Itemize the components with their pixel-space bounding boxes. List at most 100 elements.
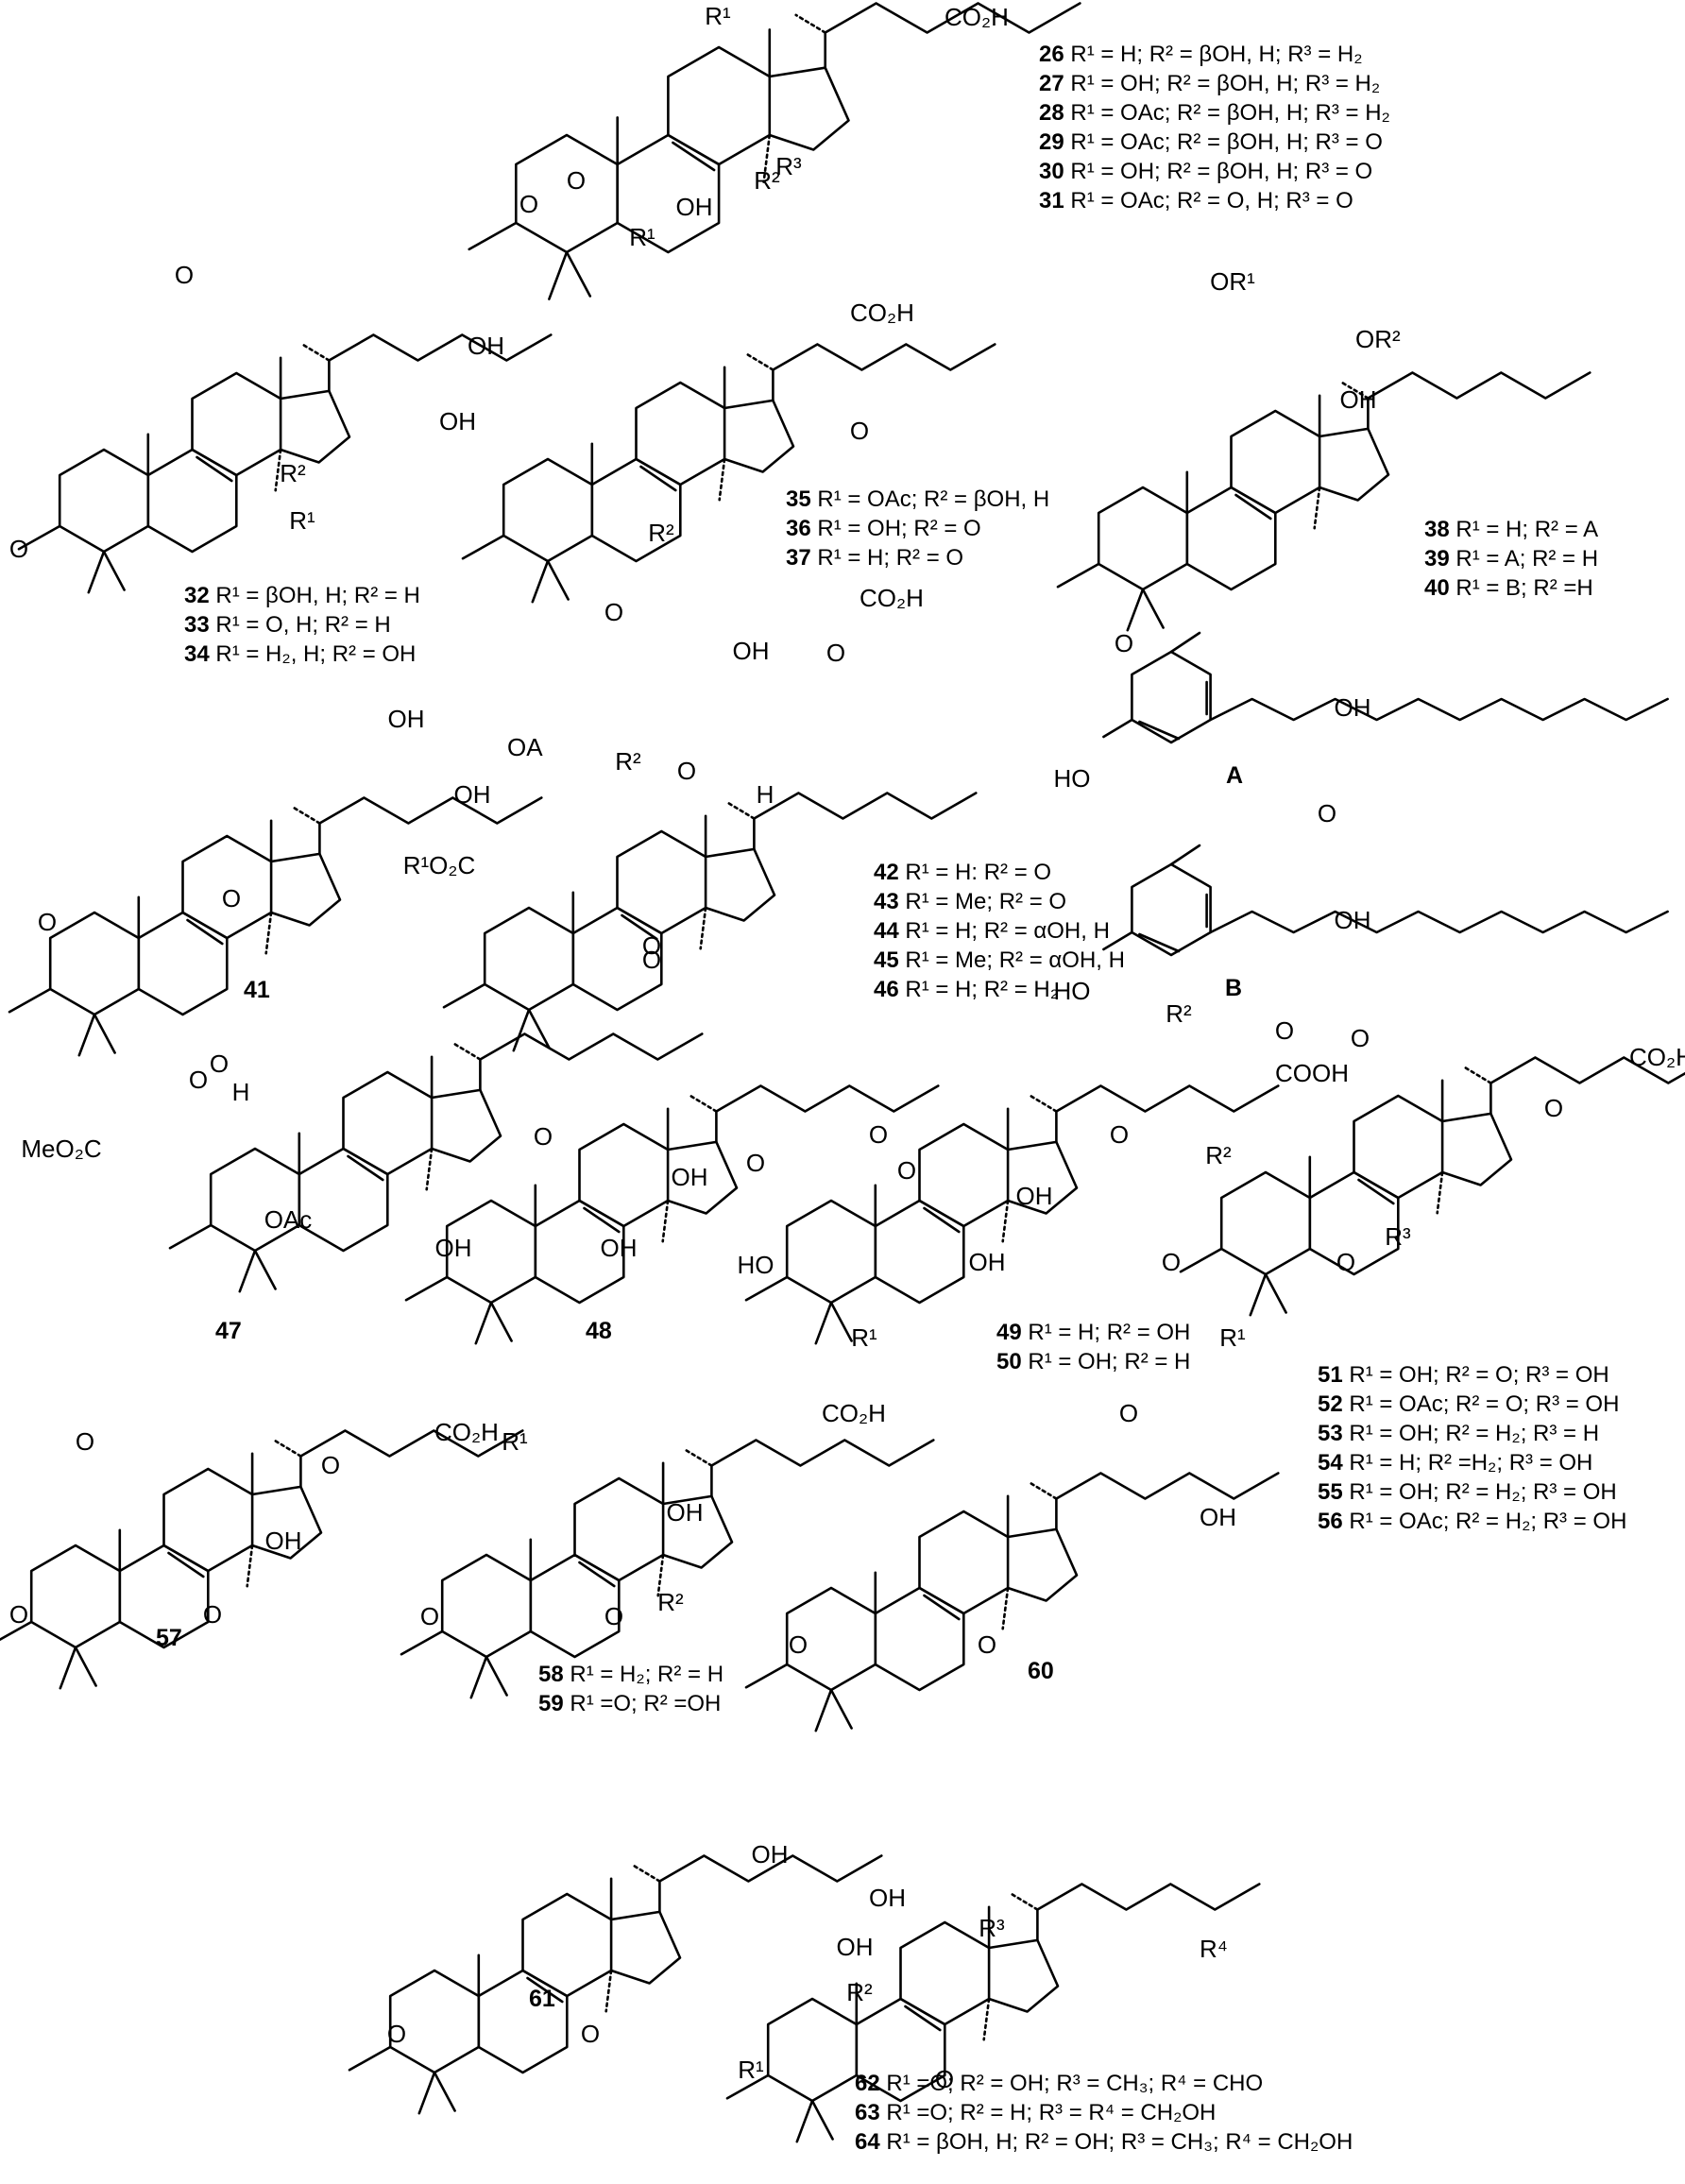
substituent-definition: R¹ =O; R² = OH; R³ = CH₃; R⁴ = CHO xyxy=(879,2071,1264,2096)
compound-row-33: 33 R¹ = O, H; R² = H xyxy=(184,610,420,640)
side-a-aryl-oh-bond xyxy=(1169,631,1201,654)
substituent-definition: R¹ = H; R² = βOH, H; R³ = H₂ xyxy=(1064,42,1363,67)
s47-c3-substituent xyxy=(168,1223,213,1250)
substituent-definition: R¹ = OH; R² = H₂; R³ = H xyxy=(1342,1421,1600,1446)
s26-double-bond xyxy=(672,141,716,172)
substituent-definition: R¹ = OH; R² = H₂; R³ = OH xyxy=(1342,1479,1617,1505)
side-a-aryl-ho-bond xyxy=(1102,718,1133,739)
s51-side-methyl xyxy=(1464,1066,1492,1084)
s60-c3-substituent xyxy=(744,1663,789,1689)
s42-c3-substituent xyxy=(442,982,486,1009)
compound-number: 38 xyxy=(1424,517,1450,542)
s35-side-methyl xyxy=(746,352,774,371)
substituent-definition: R¹ = Me; R² = O xyxy=(898,889,1067,914)
label-oh-c7-49: OH xyxy=(969,1248,1006,1276)
label-o-c11-48: O xyxy=(534,1122,553,1151)
s49-c4-methyl-b xyxy=(829,1301,853,1342)
label-o-c7-58: O xyxy=(604,1602,623,1630)
label-o-c23-49: O xyxy=(1110,1120,1129,1149)
substituent-definition: R¹ = H; R² = A xyxy=(1449,517,1599,542)
s26-ring-d xyxy=(768,66,850,151)
substituent-definition: R¹ = H; R² =H₂; R³ = OH xyxy=(1342,1450,1593,1476)
label-oh3-48: OH xyxy=(672,1163,708,1191)
s35-methyl-c14 xyxy=(718,457,726,502)
s32-ring-d xyxy=(279,389,351,464)
s41-methyl-c14 xyxy=(264,911,273,955)
s42-c4-methyl-b xyxy=(527,1008,551,1049)
label-oh-sideb: OH xyxy=(1335,906,1371,934)
s62-double-bond xyxy=(904,2005,942,2032)
s58-ring-a xyxy=(440,1553,533,1659)
s47-ring-c xyxy=(342,1070,434,1176)
s47-c4-methyl-a xyxy=(238,1249,257,1293)
label-cooh-49: COOH xyxy=(1275,1059,1349,1087)
substituent-definition: R¹ = OH; R² = H xyxy=(1021,1349,1191,1374)
compound-number: 30 xyxy=(1039,159,1064,184)
label-oh1-41: OH xyxy=(388,705,425,733)
s41-ring-a xyxy=(48,911,141,1016)
label-r2-32: R² xyxy=(280,459,306,487)
s51-c4-methyl-a xyxy=(1249,1272,1268,1317)
label-oh-35: OH xyxy=(733,637,770,665)
s35-side-chain xyxy=(772,343,996,371)
s47-side-chain xyxy=(479,1032,704,1061)
compound-row-63: 63 R¹ =O; R² = H; R³ = R⁴ = CH₂OH xyxy=(855,2098,1353,2127)
s49-c3-substituent xyxy=(744,1275,789,1302)
s42-side-methyl xyxy=(727,801,756,820)
label-o-c3-26: O xyxy=(519,190,538,218)
compound-number: 27 xyxy=(1039,71,1064,96)
compound-row-50: 50 R¹ = OH; R² = H xyxy=(996,1347,1190,1376)
substituent-definition: R¹ = A; R² = H xyxy=(1449,546,1599,572)
s60-c4-methyl-a xyxy=(814,1688,833,1732)
compound-row-49: 49 R¹ = H; R² = OH xyxy=(996,1318,1190,1347)
s58-ring-d xyxy=(661,1494,734,1569)
label-o-lactone-48: O xyxy=(869,1120,888,1149)
s38-c3-substituent xyxy=(1056,562,1100,589)
s61-c4-methyl-b xyxy=(433,2071,456,2112)
compound-number: 52 xyxy=(1318,1391,1343,1417)
s58-double-bond xyxy=(578,1561,616,1588)
label-r1-58: R¹ xyxy=(502,1427,528,1456)
s32-c4-methyl-a xyxy=(87,550,106,594)
s42-side-chain xyxy=(753,792,978,820)
compound-row-64: 64 R¹ = βOH, H; R² = OH; R³ = CH₃; R⁴ = … xyxy=(855,2127,1353,2157)
s57-ring-c xyxy=(162,1467,254,1573)
compound-row-43: 43 R¹ = Me; R² = O xyxy=(874,887,1125,916)
label-o-sideb: O xyxy=(1275,1016,1294,1045)
side-b-aryl-double-2 xyxy=(1138,932,1181,953)
compound-tag-c61: 61 xyxy=(529,1986,555,2012)
s57-double-bond xyxy=(167,1551,205,1578)
s26-side-chain xyxy=(824,2,1081,34)
label-o-ketone-60: O xyxy=(1119,1399,1138,1427)
label-oh-38: OH xyxy=(1340,385,1377,414)
s62-ring-c xyxy=(899,1920,991,2026)
compound-number: 33 xyxy=(184,612,210,638)
label-oh-26: OH xyxy=(676,193,713,221)
s57-c4-methyl-b xyxy=(74,1646,97,1687)
s47-ring-a xyxy=(209,1147,301,1253)
compound-row-42: 42 R¹ = H: R² = O xyxy=(874,858,1125,887)
label-o-c7-60: O xyxy=(978,1630,996,1659)
label-o-c3-38: O xyxy=(1115,629,1133,657)
compound-number: 51 xyxy=(1318,1362,1343,1388)
s38-ring-a xyxy=(1097,486,1189,591)
compound-number: 55 xyxy=(1318,1479,1343,1505)
s49-side-chain xyxy=(1055,1084,1280,1113)
label-r1o2c-42: R¹O₂C xyxy=(403,851,476,879)
label-co2h-58: CO₂H xyxy=(822,1399,886,1427)
substituent-definition: R¹ = H; R² = O xyxy=(810,545,964,571)
side-b-aryl-oh-bond xyxy=(1169,844,1201,866)
s48-c3-substituent xyxy=(404,1275,449,1302)
s51-side-chain xyxy=(1489,1056,1685,1084)
s48-methyl-c14 xyxy=(661,1199,670,1243)
s38-ring-c xyxy=(1230,409,1321,515)
compound-row-45: 45 R¹ = Me; R² = αOH, H xyxy=(874,946,1125,975)
s38-side-chain xyxy=(1367,371,1591,400)
s49-double-bond xyxy=(923,1206,961,1234)
label-o-c3-51: O xyxy=(1162,1248,1181,1276)
substituent-definition: R¹ =O; R² = H; R³ = R⁴ = CH₂OH xyxy=(879,2100,1217,2125)
s58-methyl-c14 xyxy=(656,1553,665,1597)
